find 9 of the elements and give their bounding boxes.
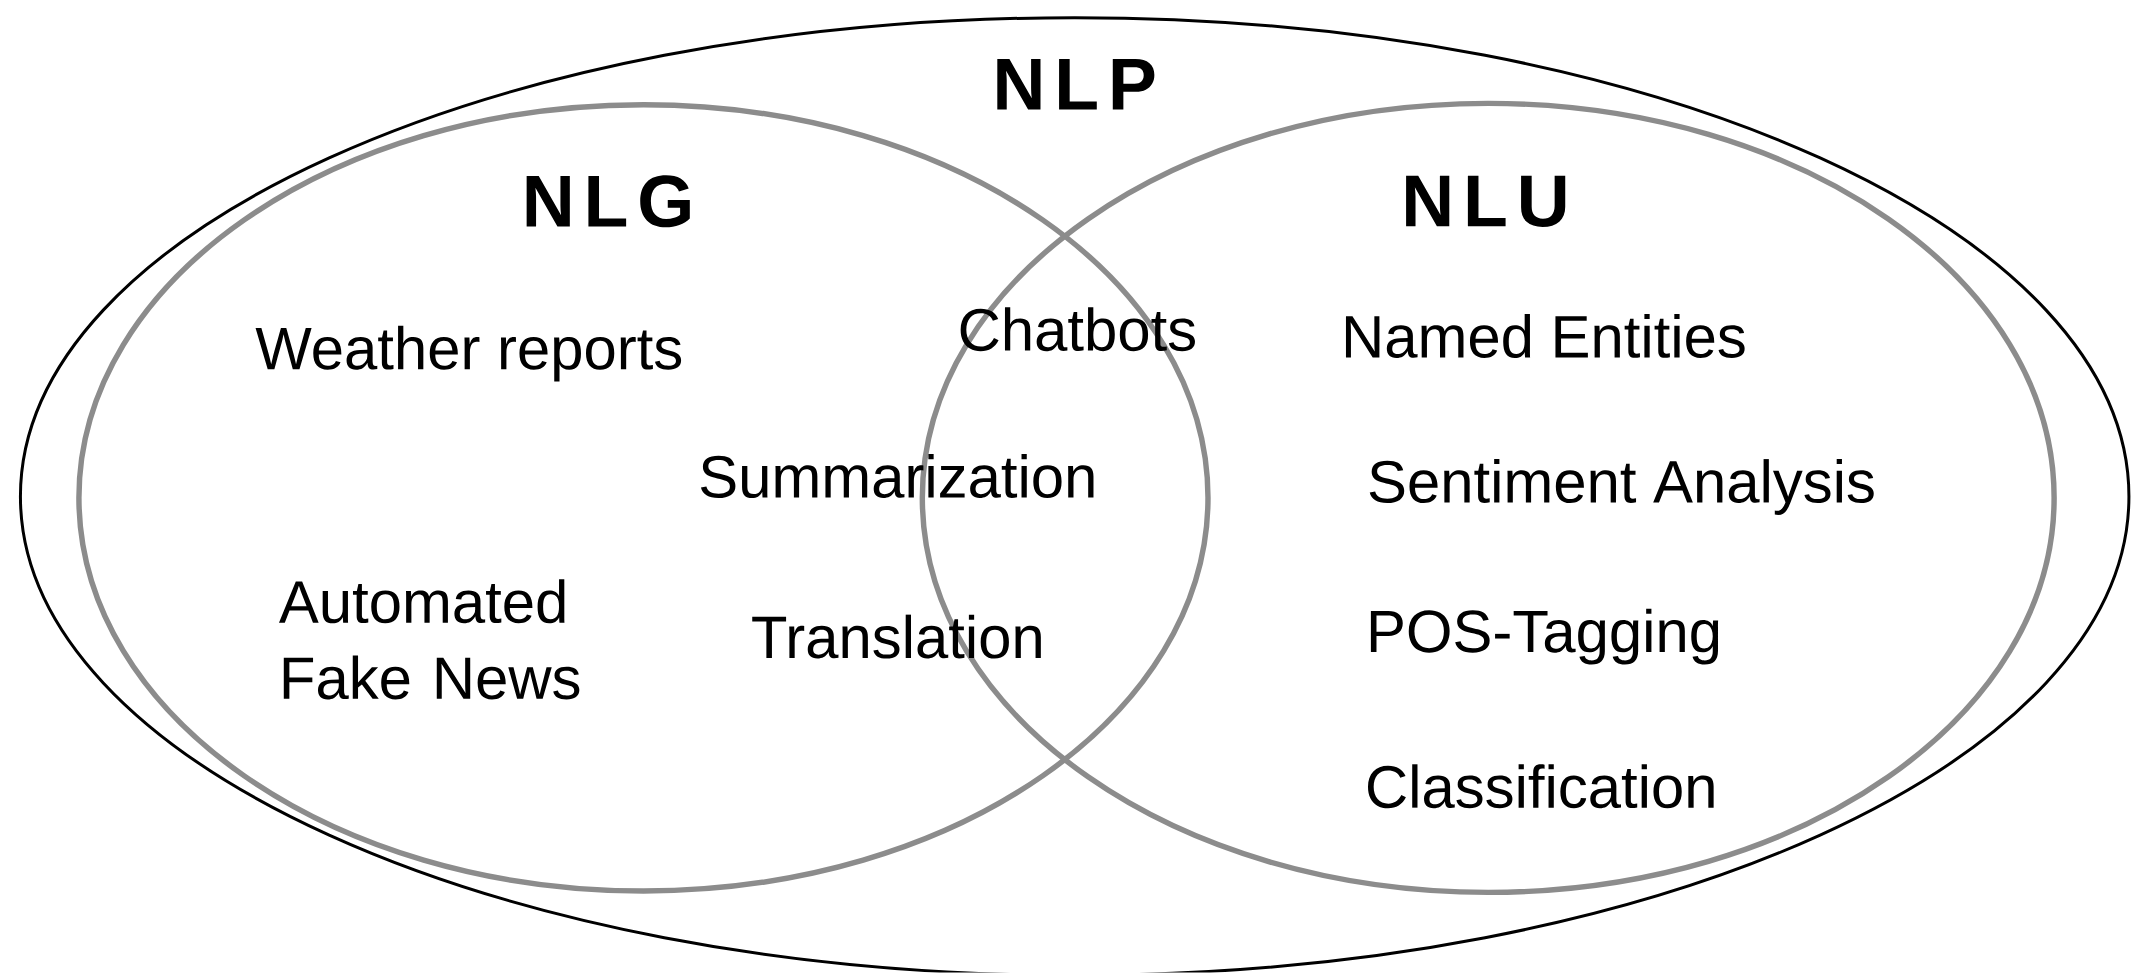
- item-label: Summarization: [700, 454, 1094, 499]
- item-label: Classification: [1368, 764, 1714, 809]
- item-label: Chatbots: [960, 307, 1195, 352]
- item-label: Automated Fake News: [279, 579, 580, 700]
- item-label: Sentiment Analysis: [1369, 459, 1874, 516]
- item-label: Named Entities: [1345, 314, 1745, 359]
- item-label: Weather reports: [255, 325, 682, 382]
- item-label: POS-Tagging: [1370, 608, 1719, 665]
- item-label: Translation: [752, 614, 1041, 659]
